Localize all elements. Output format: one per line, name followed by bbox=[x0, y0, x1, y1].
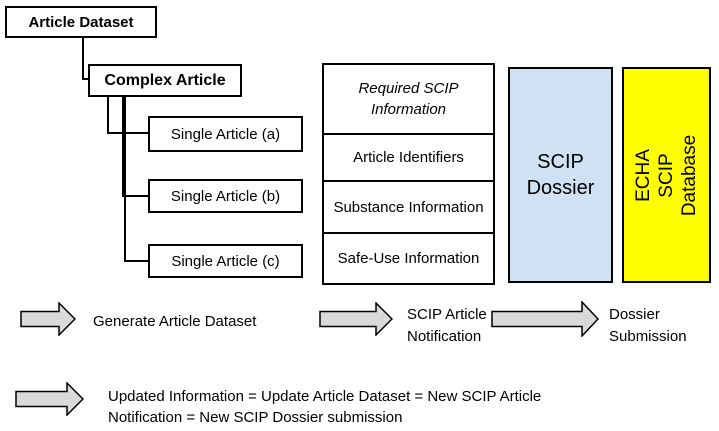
dossier-submission-label: Dossier Submission bbox=[609, 306, 687, 345]
generate-article-dataset-label: Generate Article Dataset bbox=[93, 313, 257, 330]
single-article-c-box: Single Article (c) bbox=[148, 244, 303, 278]
update-note: Updated Information = Update Article Dat… bbox=[108, 386, 541, 428]
scip-table-row-substance-information: Substance Information bbox=[324, 180, 493, 232]
right-arrow-icon bbox=[319, 302, 393, 336]
single-article-b-label: Single Article (b) bbox=[170, 187, 281, 205]
arrow-shape bbox=[491, 301, 599, 337]
single-article-b-box: Single Article (b) bbox=[148, 179, 303, 213]
complex-article-label: Complex Article bbox=[104, 71, 226, 89]
single-article-a-label: Single Article (a) bbox=[170, 125, 281, 143]
connector-complex-to-single-c bbox=[124, 97, 148, 262]
scip-article-notification-label: SCIP Article Notification bbox=[407, 306, 487, 345]
required-scip-information-table: Required SCIP Information Article Identi… bbox=[322, 63, 495, 285]
scip-table-header: Required SCIP Information bbox=[358, 80, 459, 118]
single-article-a-box: Single Article (a) bbox=[148, 116, 303, 152]
scip-table-row-article-identifiers: Article Identifiers bbox=[324, 133, 493, 180]
connector-complex-to-single-b bbox=[122, 97, 148, 197]
complex-article-box: Complex Article bbox=[88, 64, 242, 97]
article-dataset-label: Article Dataset bbox=[28, 13, 134, 31]
connector-complex-to-single-a bbox=[107, 97, 148, 134]
connector-root-to-complex bbox=[82, 38, 89, 80]
scip-table-row-safe-use-information: Safe-Use Information bbox=[324, 232, 493, 283]
single-article-c-label: Single Article (c) bbox=[171, 252, 280, 270]
echa-scip-database-box: ECHA SCIP Database bbox=[622, 67, 711, 283]
article-dataset-box: Article Dataset bbox=[5, 6, 157, 38]
echa-scip-database-label: ECHA SCIP Database bbox=[633, 134, 700, 216]
right-arrow-icon bbox=[20, 302, 76, 336]
arrow-shape bbox=[319, 302, 393, 336]
arrow-shape bbox=[20, 302, 76, 336]
right-arrow-icon bbox=[15, 382, 84, 416]
update-note-line-2: Notification = New SCIP Dossier submissi… bbox=[108, 409, 403, 426]
right-arrow-icon bbox=[491, 301, 599, 337]
scip-dossier-box: SCIP Dossier bbox=[508, 67, 613, 283]
arrow-shape bbox=[15, 382, 84, 416]
scip-dossier-label: SCIP Dossier bbox=[526, 151, 595, 199]
update-note-line-1: Updated Information = Update Article Dat… bbox=[108, 388, 542, 405]
